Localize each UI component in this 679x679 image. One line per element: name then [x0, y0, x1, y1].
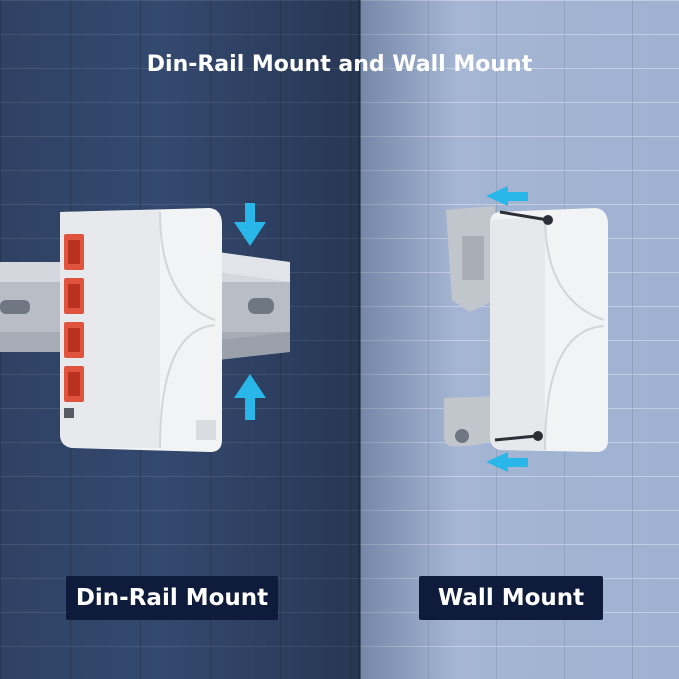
arrow-left-icon [486, 186, 528, 206]
wall-mount-label: Wall Mount [419, 576, 603, 620]
poe-switch-device-left [60, 208, 222, 452]
wall-corner [358, 0, 361, 679]
page-title: Din-Rail Mount and Wall Mount [146, 52, 533, 77]
screw-icon [494, 434, 537, 442]
dip-switch [64, 408, 74, 418]
din-rail-mount-label: Din-Rail Mount [66, 576, 278, 620]
arrow-left-icon [486, 452, 528, 472]
arrow-up-icon [234, 374, 266, 420]
rail-slot [0, 300, 30, 314]
arrow-down-icon [234, 203, 266, 246]
screw-icon [499, 210, 549, 222]
rail-slot [248, 298, 274, 314]
poe-switch-device-right [444, 206, 608, 452]
